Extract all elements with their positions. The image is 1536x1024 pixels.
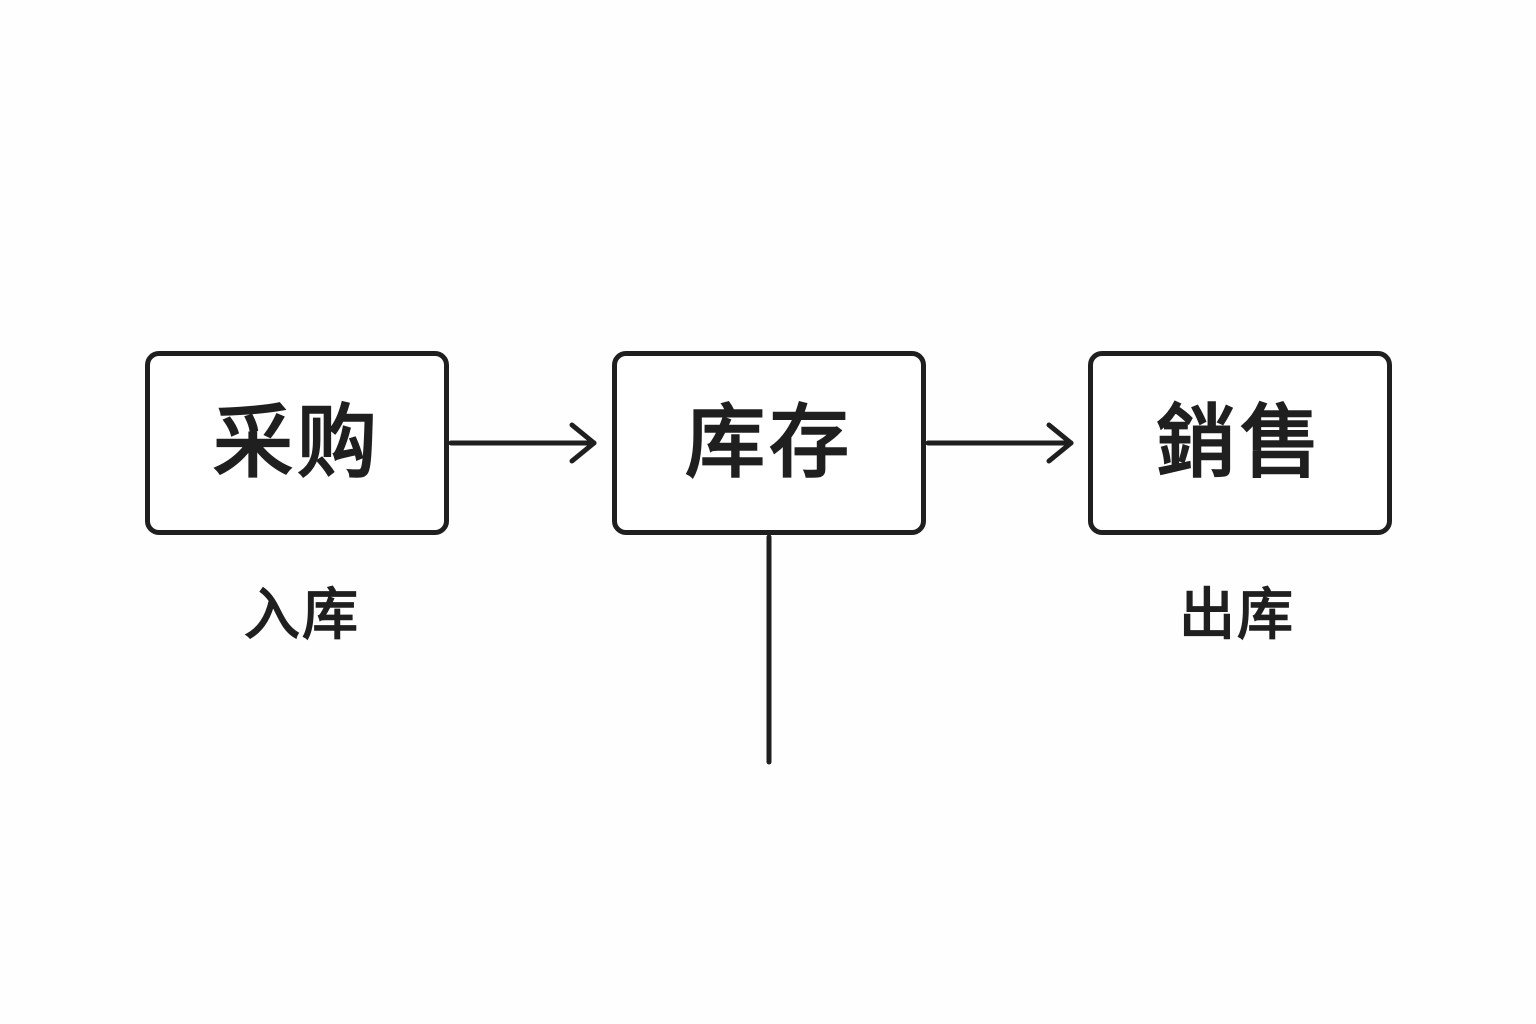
- node-sales: 銷售: [1088, 351, 1392, 535]
- node-purchase-label: 采购: [213, 396, 381, 489]
- inbound-label: 入库: [244, 583, 360, 648]
- node-inventory-label: 库存: [685, 396, 853, 489]
- outbound-label: 出库: [1179, 583, 1295, 648]
- arrow-purchase-to-inventory-head: [569, 422, 597, 464]
- arrow-inventory-to-sales-head: [1046, 422, 1074, 464]
- node-purchase: 采购: [145, 351, 449, 535]
- node-sales-label: 銷售: [1156, 396, 1324, 489]
- node-inventory: 库存: [612, 351, 926, 535]
